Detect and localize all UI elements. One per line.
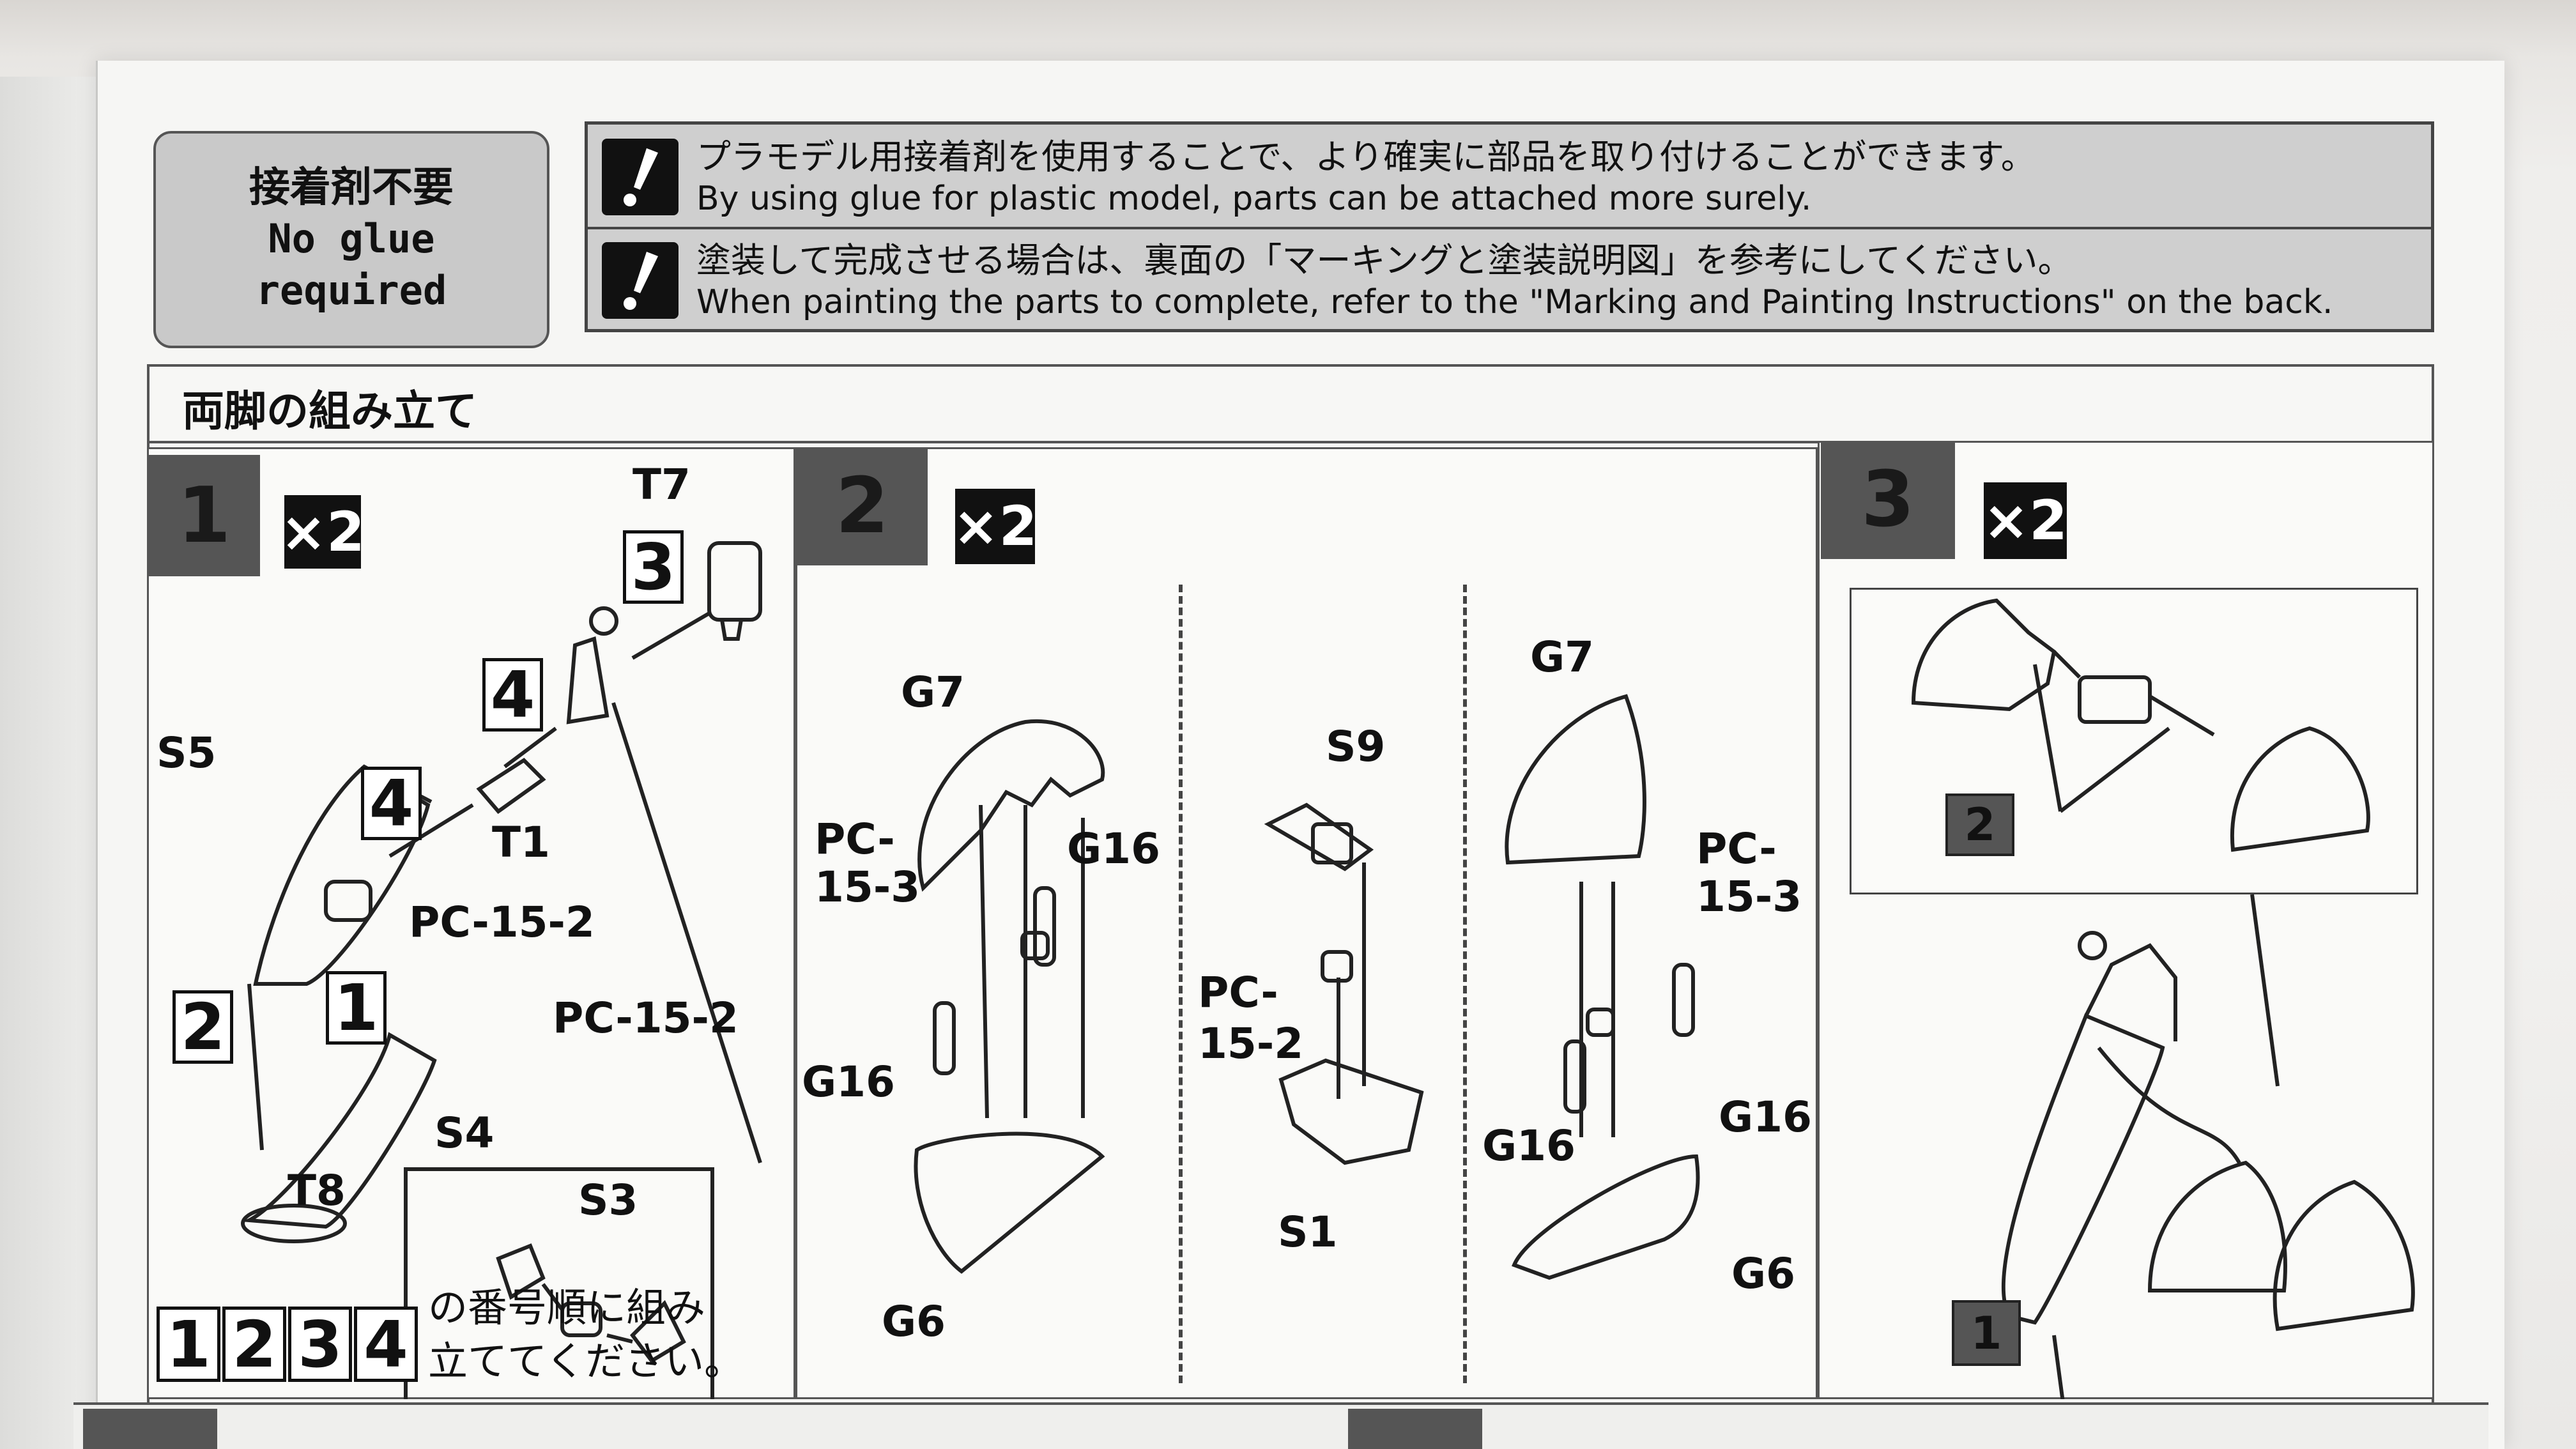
step3-detail-inset [1850, 588, 2418, 894]
order-instruction-line2: 立ててください。 [428, 1337, 744, 1384]
marker-4-upper: 4 [482, 657, 543, 732]
label-t7: T7 [632, 460, 691, 509]
marker-1: 1 [326, 970, 387, 1045]
section-title-divider [147, 441, 2434, 443]
label-g16-right-right: G16 [1719, 1092, 1813, 1142]
label-g7-right: G7 [1530, 632, 1595, 682]
next-step-number-partial [83, 1409, 217, 1449]
note-painting-jp: 塗装して完成させる場合は、裏面の「マーキングと塗装説明図」を参考にしてください。 [696, 240, 2073, 281]
note-glue-jp: プラモデル用接着剤を使用することで、より確実に部品を取り付けることができます。 [696, 137, 2035, 178]
left-page-edge [0, 77, 96, 1449]
note-painting-en: When painting the parts to complete, ref… [696, 282, 2333, 321]
next-step-number-partial-right [1348, 1409, 1482, 1449]
step1-diagram [241, 541, 762, 1399]
dashed-divider-left [1179, 585, 1183, 1383]
marker-4-lower: 4 [361, 766, 422, 841]
exclamation-icon [602, 242, 678, 319]
label-pc-15-2-inset: PC-15-2 [553, 993, 739, 1043]
label-g16-right-left: G16 [1482, 1121, 1576, 1170]
step2-multiplier: ×2 [953, 489, 1037, 564]
label-s4: S4 [434, 1108, 494, 1158]
label-s3: S3 [578, 1176, 638, 1225]
next-section-edge [73, 1402, 2488, 1449]
label-s9: S9 [1326, 722, 1386, 771]
note-glue: プラモデル用接着剤を使用することで、より確実に部品を取り付けることができます。 … [595, 130, 2423, 224]
step2-panel [795, 447, 1818, 1399]
label-t1: T1 [492, 818, 550, 867]
order-box-3: 3 [288, 1307, 352, 1382]
order-box-2: 2 [222, 1307, 286, 1382]
no-glue-en-line2: required [256, 267, 447, 314]
label-pc-15-2-center-a: PC- [1198, 968, 1278, 1017]
step3-multiplier: ×2 [1983, 482, 2067, 559]
label-g6-right: G6 [1731, 1249, 1796, 1298]
label-g7-left: G7 [901, 668, 965, 717]
label-pc-15-3-left-b: 15-3 [815, 862, 921, 912]
label-pc-15-3-left-a: PC- [815, 815, 895, 864]
note-painting: 塗装して完成させる場合は、裏面の「マーキングと塗装説明図」を参考にしてください。… [595, 233, 2423, 328]
label-g6-left: G6 [882, 1297, 946, 1346]
step1-number: 1 [148, 455, 260, 576]
step3-marker-2: 2 [1945, 793, 2014, 856]
step2-number: 2 [797, 447, 928, 565]
order-box-4: 4 [354, 1307, 418, 1382]
note-glue-en: By using glue for plastic model, parts c… [696, 179, 1812, 218]
label-s1: S1 [1278, 1208, 1338, 1257]
marker-3: 3 [623, 530, 684, 604]
section-title: 両脚の組み立て [182, 387, 477, 436]
no-glue-en-line1: No glue [268, 215, 435, 263]
order-box-1: 1 [157, 1307, 220, 1382]
no-glue-badge: 接着剤不要 No glue required [153, 131, 549, 348]
label-pc-15-2: PC-15-2 [409, 898, 595, 947]
exclamation-icon [602, 139, 678, 215]
marker-2: 2 [172, 990, 233, 1064]
label-pc-15-2-center-b: 15-2 [1198, 1019, 1304, 1068]
dashed-divider-right [1463, 585, 1467, 1383]
step2-diagram [914, 694, 1700, 1280]
order-instruction: の番号順に組み 立ててください。 [428, 1281, 744, 1388]
label-g16-left-left: G16 [802, 1057, 896, 1107]
label-g16-left-right: G16 [1067, 824, 1161, 873]
label-pc-15-3-right-b: 15-3 [1696, 872, 1802, 921]
step1-multiplier: ×2 [280, 495, 365, 569]
step3-number: 3 [1821, 441, 1955, 559]
label-t8: T8 [288, 1166, 346, 1215]
label-pc-15-3-right-a: PC- [1696, 824, 1777, 873]
step1-panel [147, 447, 795, 1399]
no-glue-jp: 接着剤不要 [249, 164, 454, 212]
label-s5: S5 [157, 728, 217, 778]
order-instruction-line1: の番号順に組み [428, 1284, 706, 1331]
step3-marker-1: 1 [1952, 1300, 2021, 1366]
notes-box: プラモデル用接着剤を使用することで、より確実に部品を取り付けることができます。 … [585, 121, 2434, 332]
step3-diagram [1911, 598, 2415, 1399]
